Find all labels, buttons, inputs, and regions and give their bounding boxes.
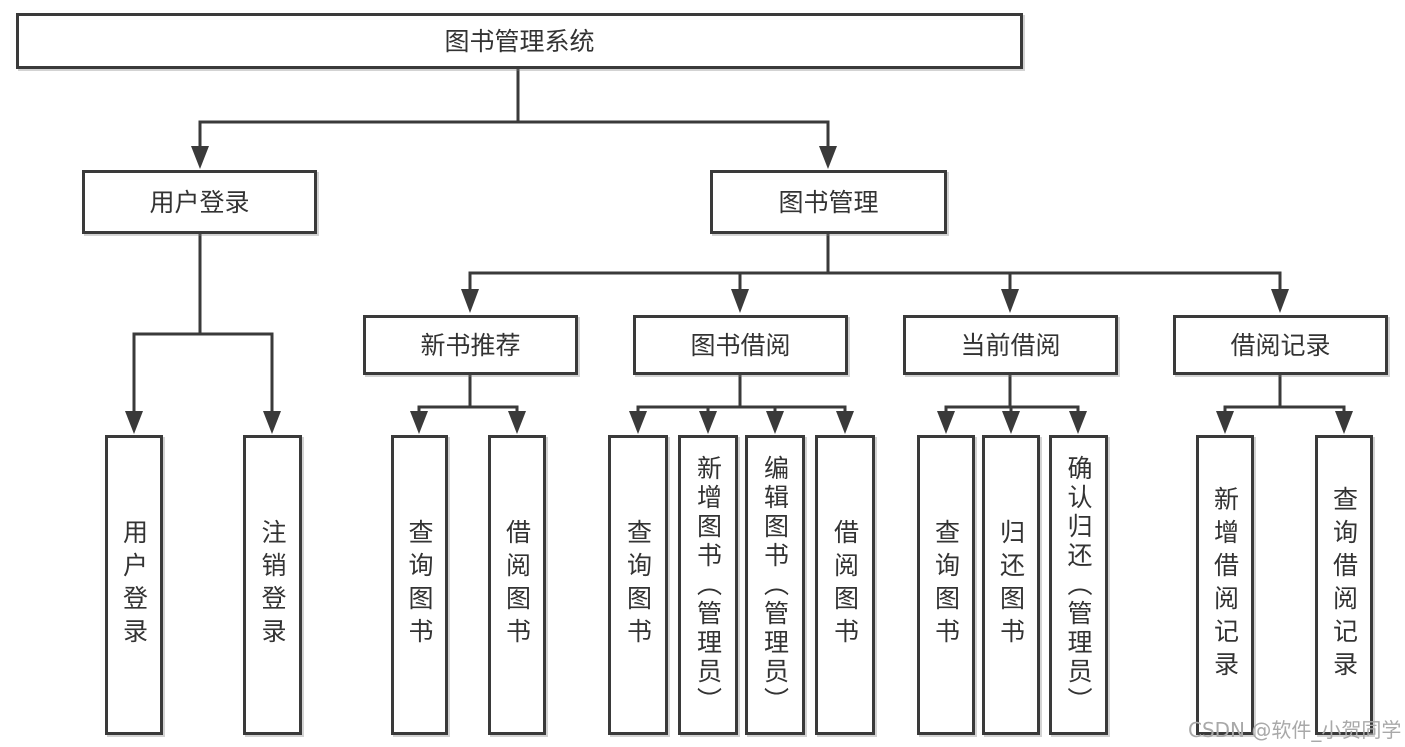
leaf-logout-login: 注销登录: [243, 435, 302, 735]
leaf-borrow-book-recommend: 借阅图书: [488, 435, 546, 735]
leaf-query-book-recommend: 查询图书: [391, 435, 448, 735]
leaf-edit-book-admin: 编辑图书（管理员）: [745, 435, 805, 735]
leaf-return-book: 归还图书: [982, 435, 1040, 735]
node-book-management: 图书管理: [710, 170, 947, 234]
leaf-borrow-book-borrow: 借阅图书: [815, 435, 875, 735]
leaf-user-login: 用户登录: [105, 435, 163, 735]
node-book-borrow: 图书借阅: [633, 315, 848, 375]
leaf-add-borrow-record: 新增借阅记录: [1196, 435, 1254, 735]
node-new-book-recommend: 新书推荐: [363, 315, 578, 375]
node-user-login: 用户登录: [82, 170, 317, 234]
node-library-system: 图书管理系统: [16, 13, 1023, 69]
leaf-confirm-return-admin: 确认归还（管理员）: [1049, 435, 1108, 735]
node-current-borrow: 当前借阅: [903, 315, 1118, 375]
leaf-query-book-borrow: 查询图书: [608, 435, 668, 735]
leaf-add-book-admin: 新增图书（管理员）: [678, 435, 738, 735]
leaf-query-borrow-record: 查询借阅记录: [1315, 435, 1373, 735]
leaf-query-book-current: 查询图书: [917, 435, 975, 735]
node-borrow-records: 借阅记录: [1173, 315, 1388, 375]
watermark: CSDN @软件_小贺同学: [1188, 718, 1402, 742]
